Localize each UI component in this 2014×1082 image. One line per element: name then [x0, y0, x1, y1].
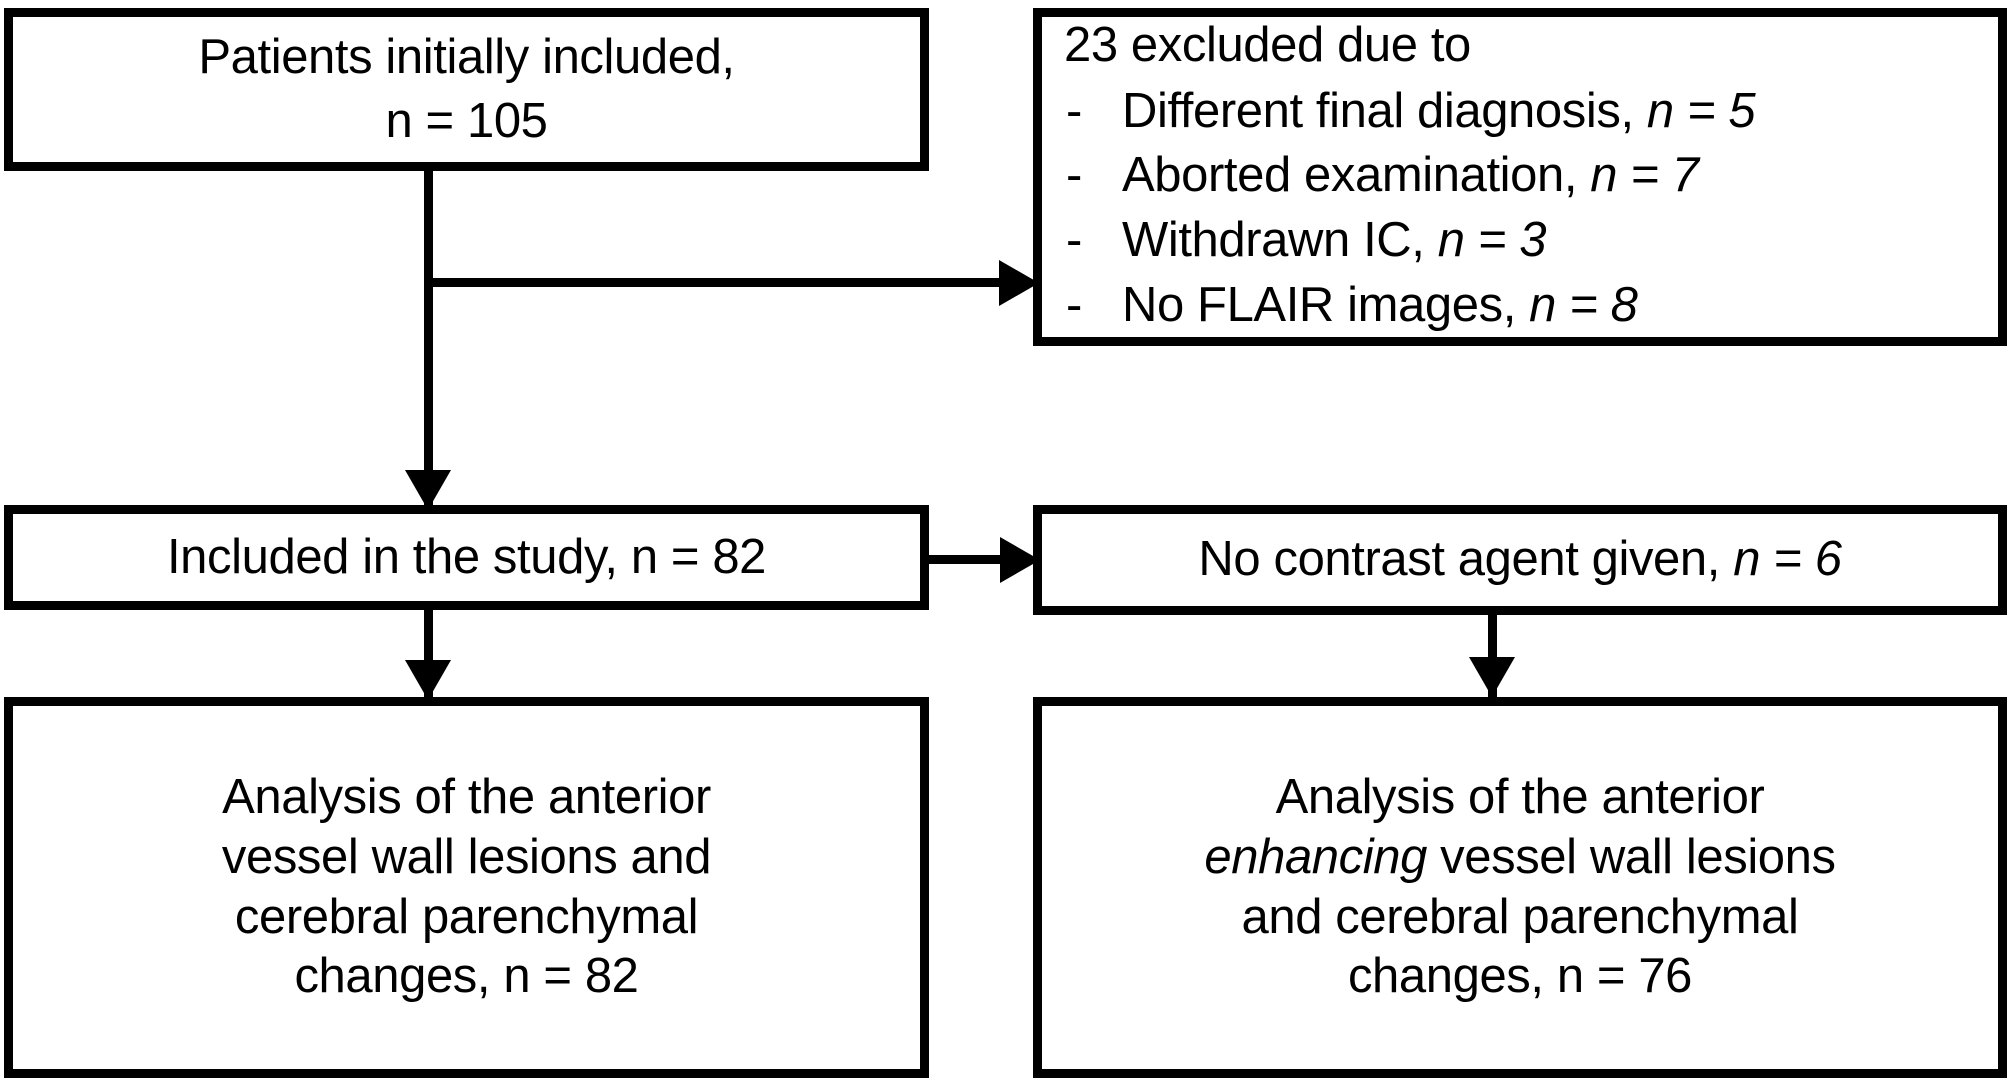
exclusion-item-aborted-examination: -Aborted examination, n = 7 [1064, 143, 1976, 208]
arrowhead-initial-to-included [405, 470, 451, 510]
node-initial-text: Patients initially included, n = 105 [13, 26, 920, 153]
exclusion-item-1-text: Aborted examination, [1122, 148, 1591, 203]
node-analysis-right-line4: changes, n = 76 [1347, 949, 1693, 1004]
bullet-dash-icon: - [1066, 83, 1082, 138]
exclusion-item-withdrawn-ic: -Withdrawn IC, n = 3 [1064, 208, 1976, 273]
node-no-contrast-stat: n = 6 [1733, 532, 1842, 587]
exclusion-item-different-final-diagnosis: -Different final diagnosis, n = 5 [1064, 79, 1976, 144]
node-patients-initially-included: Patients initially included, n = 105 [4, 8, 929, 171]
node-analysis-right-line2: enhancing vessel wall lesions [1060, 828, 1980, 888]
node-analysis-right-line3: and cerebral parenchymal [1241, 889, 1799, 944]
node-no-contrast-plain: No contrast agent given, [1198, 532, 1734, 587]
node-analysis-anterior-enhancing-vessel-wall: Analysis of the anterior enhancing vesse… [1033, 697, 2007, 1078]
node-analysis-right-line2-rest: vessel wall lesions [1426, 829, 1836, 884]
exclusion-item-0-stat: n = 5 [1646, 83, 1756, 138]
node-excluded: 23 excluded due to -Different final diag… [1033, 8, 2007, 346]
connector-initial-trunk [424, 168, 433, 708]
connector-initial-to-excluded [424, 278, 1004, 287]
node-excluded-heading: 23 excluded due to [1064, 17, 1471, 72]
arrowhead-initial-to-excluded [999, 260, 1039, 306]
connector-included-to-analysis-left [424, 606, 433, 702]
exclusion-item-2-stat: n = 3 [1437, 212, 1547, 267]
bullet-dash-icon: - [1066, 212, 1082, 267]
node-analysis-left-text: Analysis of the anterior vessel wall les… [13, 768, 920, 1007]
node-analysis-right-line1: Analysis of the anterior [1275, 769, 1765, 824]
node-initial-line1: Patients initially included, [198, 29, 735, 84]
node-analysis-left-line1: Analysis of the anterior [222, 769, 711, 824]
node-analysis-right-text: Analysis of the anterior enhancing vesse… [1042, 768, 1998, 1007]
node-analysis-left-line2: vessel wall lesions and [221, 829, 712, 884]
exclusion-item-3-text: No FLAIR images, [1122, 277, 1530, 332]
node-excluded-body: 23 excluded due to -Different final diag… [1042, 17, 1998, 338]
node-no-contrast-text: No contrast agent given, n = 6 [1042, 528, 1998, 592]
arrowhead-included-to-analysis-left [405, 660, 451, 700]
exclusion-item-2-text: Withdrawn IC, [1122, 212, 1438, 267]
exclusion-item-0-text: Different final diagnosis, [1122, 83, 1647, 138]
exclusion-item-3-stat: n = 8 [1529, 277, 1638, 332]
connector-included-to-no-contrast [920, 555, 1022, 564]
node-analysis-right-line2-italic: enhancing [1204, 829, 1427, 884]
bullet-dash-icon: - [1066, 277, 1082, 332]
bullet-dash-icon: - [1066, 148, 1082, 203]
exclusion-item-1-stat: n = 7 [1590, 148, 1699, 203]
node-initial-line2: n = 105 [385, 93, 548, 148]
node-analysis-left-line4: changes, n = 82 [294, 949, 639, 1004]
node-included-in-study: Included in the study, n = 82 [4, 505, 929, 610]
exclusion-item-no-flair-images: -No FLAIR images, n = 8 [1064, 273, 1976, 338]
exclusion-reason-list: -Different final diagnosis, n = 5 -Abort… [1064, 79, 1976, 338]
arrowhead-no-contrast-to-analysis-right [1469, 657, 1515, 697]
node-analysis-left-line3: cerebral parenchymal [234, 889, 699, 944]
node-analysis-anterior-vessel-wall: Analysis of the anterior vessel wall les… [4, 697, 929, 1078]
node-included-text: Included in the study, n = 82 [166, 529, 767, 584]
node-no-contrast-agent: No contrast agent given, n = 6 [1033, 505, 2007, 615]
